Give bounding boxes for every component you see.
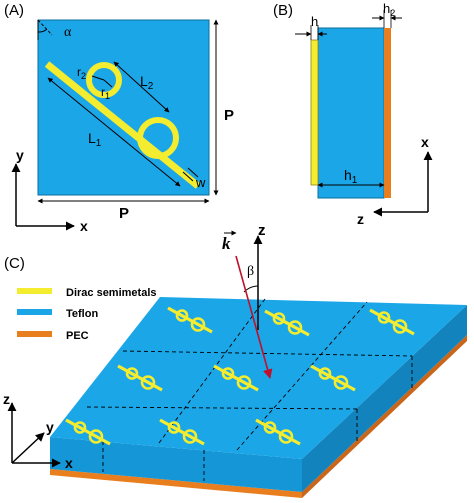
y-axis-label: y (16, 147, 24, 163)
k-vector-label: k (222, 234, 231, 253)
panel-b: (B) h h2 h1 x z (273, 1, 433, 227)
cell-grid (86, 298, 413, 481)
dirac-layer (310, 39, 319, 186)
w-label: w (195, 175, 206, 190)
alpha-label: α (64, 25, 72, 40)
h2-label: h2 (383, 1, 395, 18)
panel-a-label: (A) (4, 2, 24, 19)
legend: Dirac semimetals Teflon PEC (17, 287, 157, 342)
p-right-label: P (224, 107, 234, 124)
legend-label-dirac: Dirac semimetals (66, 287, 157, 299)
panel-b-label: (B) (273, 2, 293, 19)
l1-dimension (47, 77, 181, 187)
b-z-axis-label: z (357, 211, 364, 227)
pec-front-edge (50, 469, 302, 498)
c-x-axis-label: x (65, 455, 73, 471)
c-y-axis-arrow (11, 432, 45, 464)
c-z-axis-top-label: z (258, 222, 266, 239)
unit-cell-square (37, 19, 210, 196)
h-label: h (311, 14, 318, 29)
beta-arc (243, 285, 259, 293)
panel-c: (C) Dirac semimetals Teflon PEC (3, 222, 467, 498)
slab-top-face (50, 297, 467, 459)
k-vector-arrow (235, 255, 273, 379)
pec-right-edge (302, 335, 467, 498)
slab-right-face (302, 305, 467, 492)
pec-layer (384, 28, 391, 198)
b-x-axis-label: x (421, 134, 429, 150)
legend-label-teflon: Teflon (66, 308, 98, 320)
c-z-axis-label: z (3, 391, 10, 407)
panel-c-label: (C) (4, 255, 25, 272)
c-y-axis-label: y (46, 419, 54, 435)
panel-a: (A) α r2 r1 L2 L1 w P P y x (4, 2, 234, 234)
metasurface-slab (50, 297, 467, 498)
teflon-layer (317, 27, 385, 199)
slab-front-face (50, 437, 302, 492)
x-axis-label: x (80, 218, 88, 234)
legend-label-pec: PEC (66, 330, 89, 342)
p-bottom-label: P (119, 205, 129, 222)
r2-label: r2 (77, 65, 86, 81)
beta-label: β (247, 264, 254, 279)
